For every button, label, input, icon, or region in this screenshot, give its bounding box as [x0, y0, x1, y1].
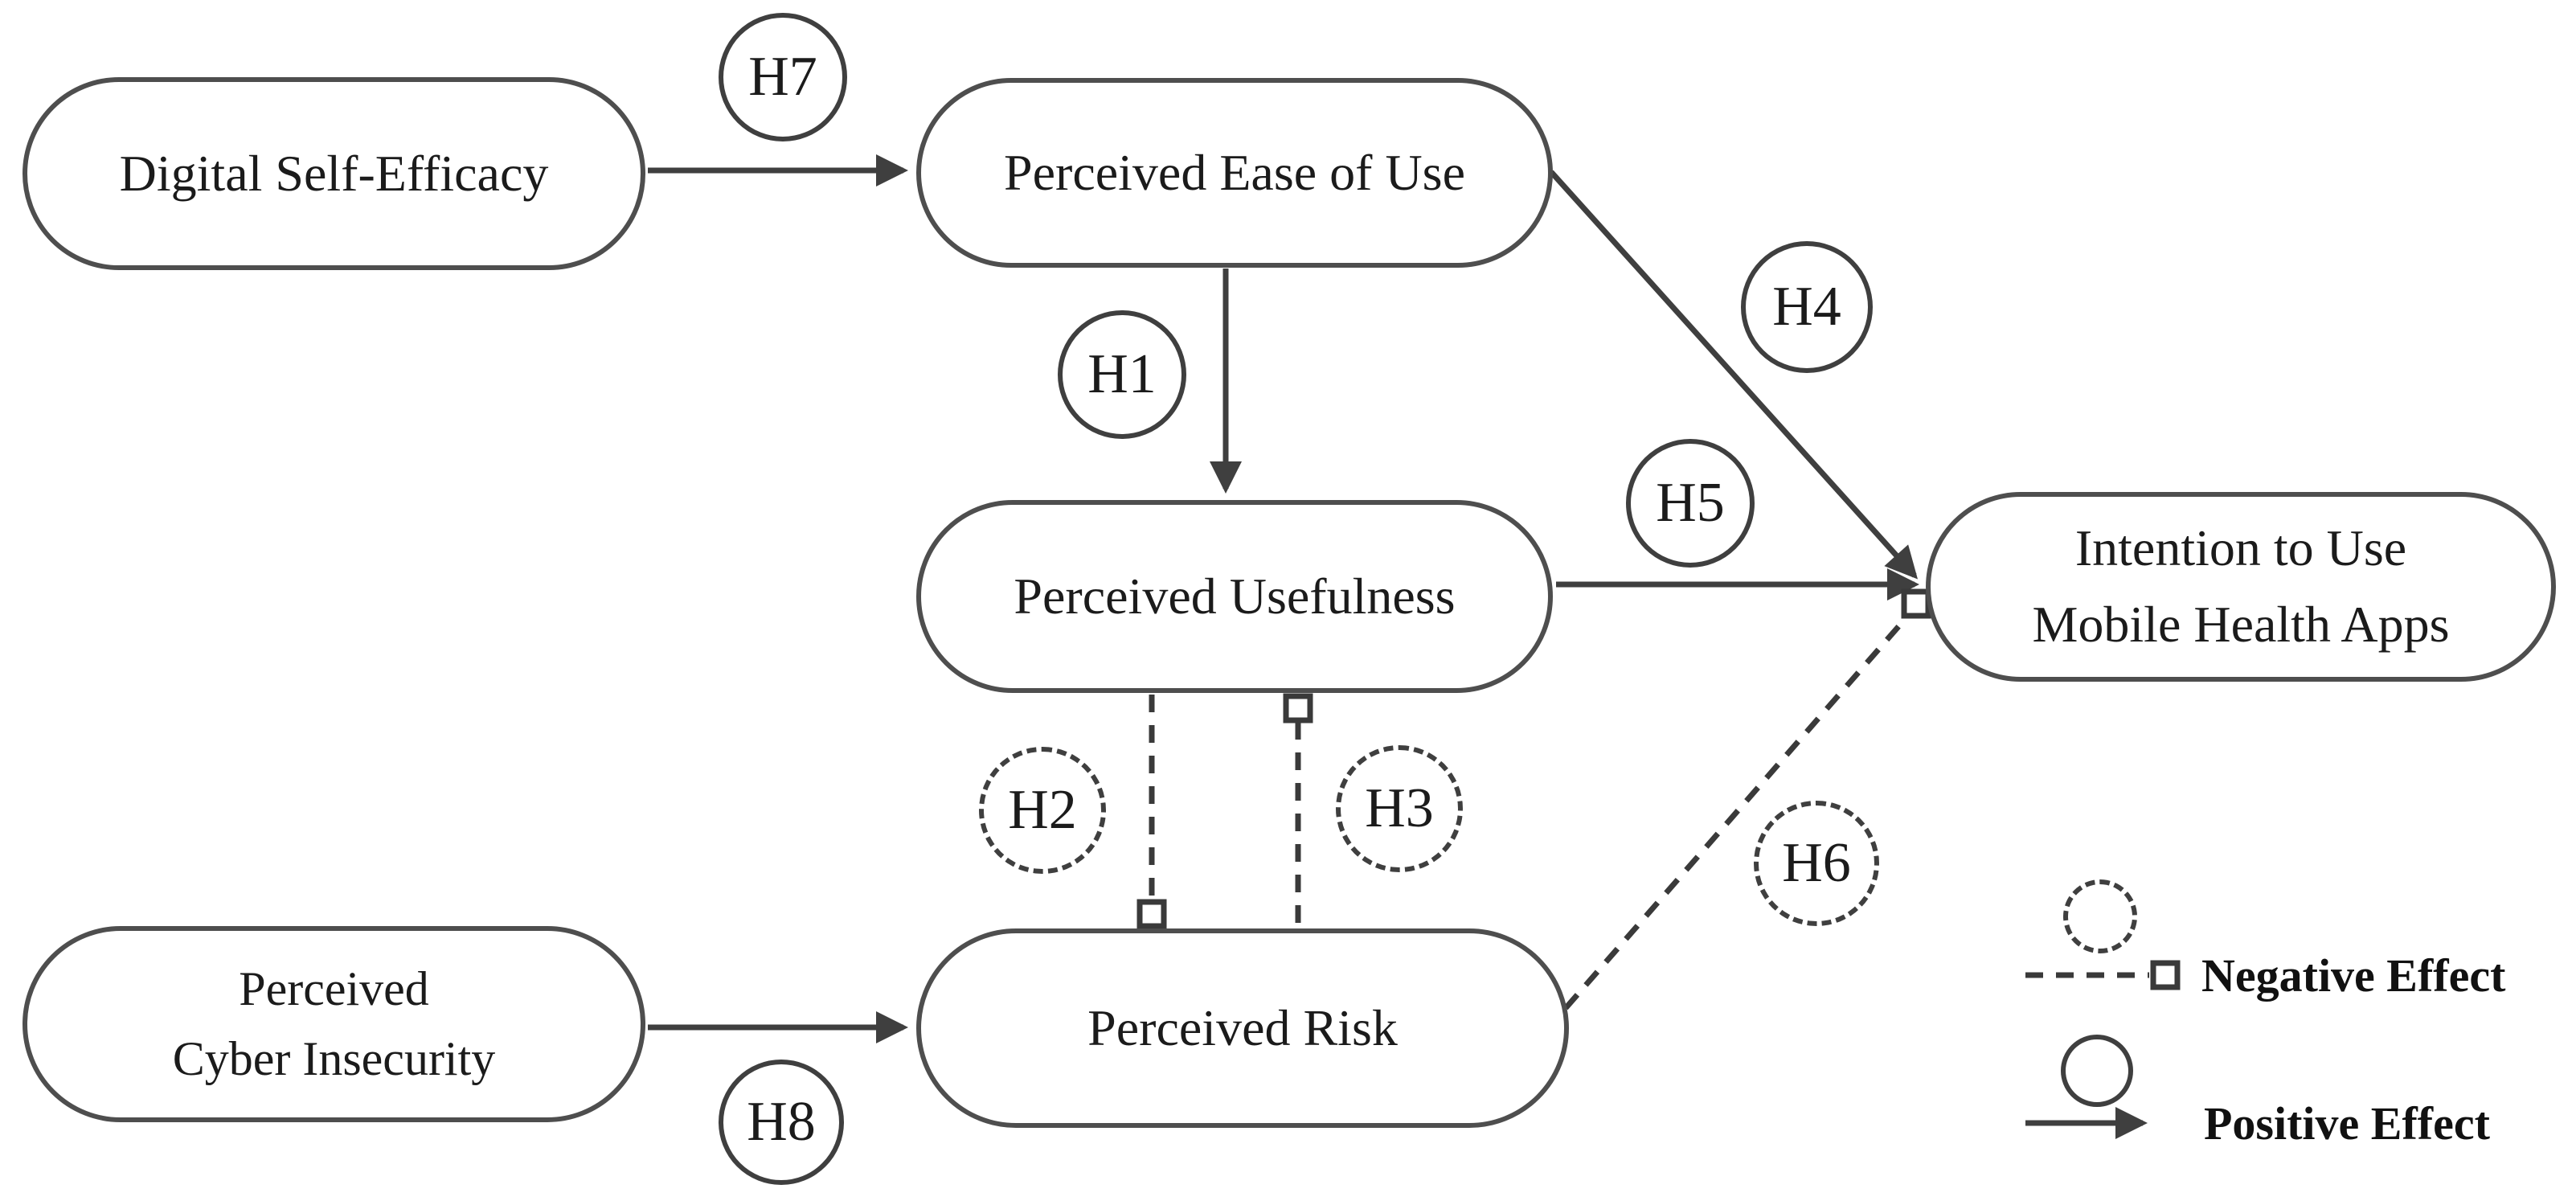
edge-h2-negative-square-marker	[1136, 899, 1167, 929]
edge-h6-negative-line	[1563, 615, 1909, 1010]
hypothesis-label: H3	[1365, 777, 1434, 839]
node-label-line1: Perceived	[239, 962, 429, 1015]
node-label-line2: Cyber Insecurity	[172, 1032, 496, 1085]
node-digital-self-efficacy: Digital Self-Efficacy	[23, 77, 645, 270]
node-perceived-usefulness: Perceived Usefulness	[916, 500, 1553, 693]
hypothesis-badge-h3: H3	[1336, 745, 1463, 872]
edge-h6-negative-square-marker	[1901, 588, 1931, 619]
node-perceived-ease-of-use: Perceived Ease of Use	[916, 78, 1553, 268]
legend-positive-text: Positive Effect	[2204, 1096, 2490, 1150]
legend-positive-circle-icon	[2061, 1035, 2133, 1107]
hypothesis-badge-h5: H5	[1626, 439, 1755, 568]
node-perceived-risk: Perceived Risk	[916, 928, 1569, 1128]
node-intention-to-use-mobile-health-apps: Intention to Use Mobile Health Apps	[1926, 492, 2556, 682]
hypothesis-label: H8	[747, 1091, 816, 1153]
node-label: Perceived Ease of Use	[1004, 143, 1465, 201]
hypothesis-badge-h7: H7	[719, 13, 847, 141]
hypothesis-badge-h1: H1	[1058, 310, 1186, 439]
node-label: Digital Self-Efficacy	[119, 144, 549, 202]
hypothesis-label: H2	[1008, 779, 1077, 841]
hypothesis-badge-h2: H2	[979, 747, 1106, 874]
hypothesis-label: H7	[748, 46, 817, 108]
hypothesis-label: H5	[1656, 472, 1725, 534]
edge-h4-positive-arrow	[1549, 170, 1919, 580]
edge-h3-negative-square-marker	[1283, 693, 1313, 723]
node-label-line1: Intention to Use	[2074, 519, 2407, 577]
hypothesis-badge-h8: H8	[719, 1060, 844, 1185]
legend-positive-label: Positive Effect	[2204, 1095, 2490, 1151]
hypothesis-label: H4	[1772, 276, 1841, 338]
hypothesis-label: H1	[1087, 343, 1157, 405]
node-label-line2: Mobile Health Apps	[2032, 596, 2450, 653]
legend-negative-text: Negative Effect	[2201, 949, 2506, 1002]
node-label: Perceived Usefulness	[1014, 567, 1456, 625]
legend-negative-label: Negative Effect	[2201, 947, 2505, 1003]
node-perceived-cyber-insecurity: Perceived Cyber Insecurity	[23, 926, 645, 1122]
node-label: Perceived Risk	[1087, 998, 1398, 1056]
hypothesis-badge-h4: H4	[1741, 241, 1873, 373]
legend-negative-square-marker	[2150, 960, 2181, 990]
hypothesis-badge-h6: H6	[1754, 801, 1879, 926]
hypothesis-label: H6	[1782, 832, 1851, 894]
legend-negative-circle-icon	[2063, 879, 2137, 953]
